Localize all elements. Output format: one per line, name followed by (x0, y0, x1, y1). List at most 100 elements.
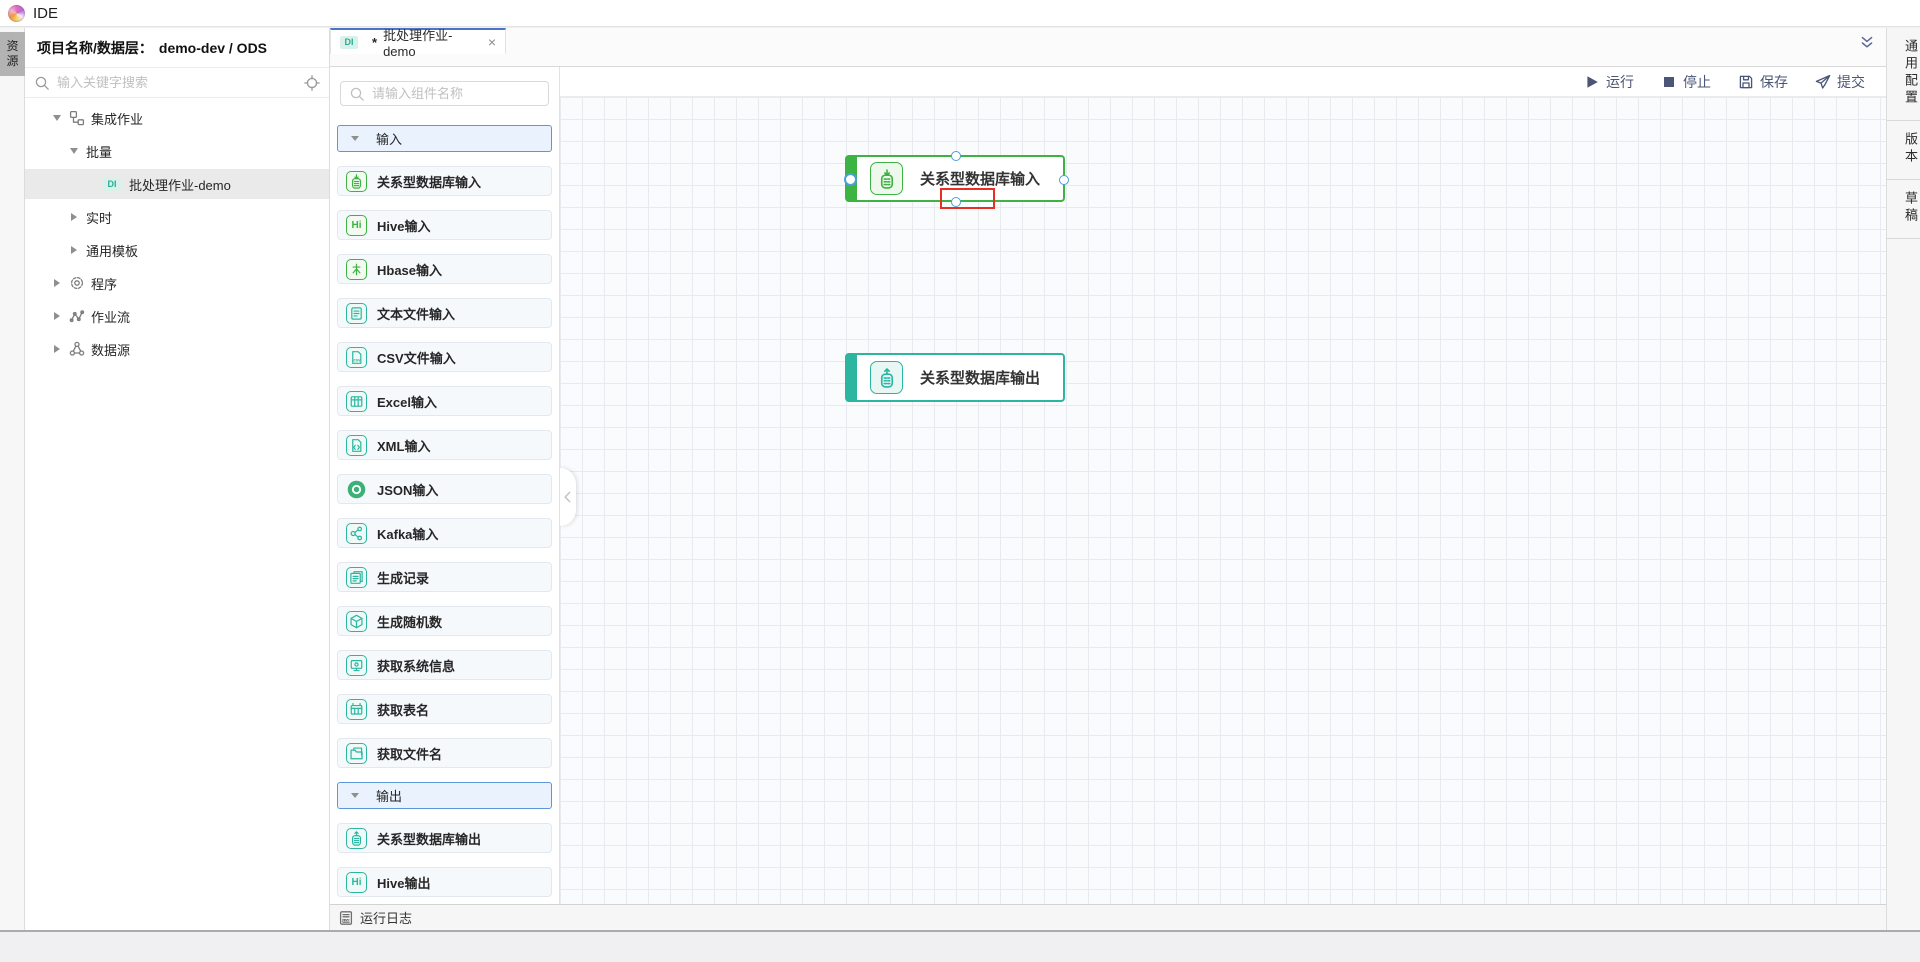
save-icon (1738, 74, 1754, 90)
tree-item-批处理作业-demo[interactable]: DI 批处理作业-demo (25, 169, 329, 199)
palette-item-JSON输入[interactable]: JSON输入 (337, 474, 552, 504)
tree-item-作业流[interactable]: 作业流 (25, 301, 329, 331)
db-output-icon (346, 827, 367, 849)
excel-icon (346, 390, 367, 412)
palette-item-生成记录[interactable]: 生成记录 (337, 562, 552, 592)
port-right[interactable] (1059, 175, 1069, 185)
random-icon (346, 610, 367, 632)
double-chevron-down-icon[interactable] (1859, 35, 1875, 51)
left-rail-tab-resources[interactable]: 资源 (0, 32, 25, 76)
caret-down-icon (351, 793, 359, 798)
close-icon[interactable]: × (487, 34, 496, 50)
caret-icon[interactable] (71, 246, 77, 254)
tree-item-程序[interactable]: 程序 (25, 268, 329, 298)
port-top[interactable] (951, 151, 961, 161)
node-db-output[interactable]: 关系型数据库输出 (845, 353, 1065, 402)
log-icon: LOG (338, 910, 354, 926)
palette-item-获取系统信息[interactable]: 获取系统信息 (337, 650, 552, 680)
tree-item-通用模板[interactable]: 通用模板 (25, 235, 329, 265)
file-name-icon (346, 742, 367, 764)
paper-plane-icon (1815, 74, 1831, 90)
project-layer-label: 项目名称/数据层： (37, 39, 153, 56)
db-input-icon (870, 162, 903, 195)
caret-icon[interactable] (54, 279, 60, 287)
project-layer-value: demo-dev / ODS (158, 39, 268, 56)
caret-icon[interactable] (54, 345, 60, 353)
run-button[interactable]: 运行 (1584, 72, 1634, 92)
right-rail-tab-草稿[interactable]: 草稿 (1887, 180, 1920, 239)
palette-item-文本文件输入[interactable]: 文本文件输入 (337, 298, 552, 328)
hive-icon: Hi (346, 871, 367, 893)
flow-canvas[interactable]: 关系型数据库输入 关系型数据库输出 (560, 97, 1886, 904)
locate-icon[interactable] (304, 74, 320, 91)
svg-text:LOG: LOG (343, 919, 350, 923)
palette-item-生成随机数[interactable]: 生成随机数 (337, 606, 552, 636)
stop-icon (1661, 74, 1677, 90)
search-icon (349, 86, 365, 102)
palette-item-获取表名[interactable]: 获取表名 (337, 694, 552, 724)
run-log-label: 运行日志 (360, 911, 413, 926)
save-button[interactable]: 保存 (1738, 72, 1788, 92)
db-input-icon (346, 170, 367, 192)
caret-down-icon (351, 136, 359, 141)
palette-item-XML输入[interactable]: XML输入 (337, 430, 552, 460)
play-icon (1584, 74, 1600, 90)
xml-icon (346, 434, 367, 456)
project-tree: 集成作业 批量 DI 批处理作业-demo 实时 通用模板 程序 作业流 数据源 (25, 98, 329, 367)
palette-search (340, 81, 549, 106)
palette-item-Kafka输入[interactable]: Kafka输入 (337, 518, 552, 548)
di-badge: DI (340, 35, 358, 49)
caret-icon[interactable] (70, 148, 78, 154)
palette-item-Hbase输入[interactable]: Hbase输入 (337, 254, 552, 284)
tree-item-数据源[interactable]: 数据源 (25, 334, 329, 364)
caret-icon[interactable] (71, 213, 77, 221)
caret-icon[interactable] (87, 181, 95, 187)
palette-section-输入[interactable]: 输入 (337, 125, 552, 152)
palette-search-input[interactable] (372, 86, 540, 101)
integration-icon (69, 110, 85, 126)
hive-icon: Hi (346, 214, 367, 236)
record-icon (346, 566, 367, 588)
palette-item-获取文件名[interactable]: 获取文件名 (337, 738, 552, 768)
node-title: 关系型数据库输出 (919, 370, 1040, 387)
run-log-bar[interactable]: LOG 运行日志 (330, 904, 1886, 930)
right-rail-tab-版本[interactable]: 版本 (1887, 121, 1920, 180)
right-rail-tab-通用配置[interactable]: 通用配置 (1887, 28, 1920, 121)
workflow-icon (69, 308, 85, 324)
json-icon (346, 479, 367, 500)
sysinfo-icon (346, 654, 367, 676)
app-logo-icon (8, 4, 25, 22)
dirty-indicator: * (372, 34, 378, 50)
explorer-header: 项目名称/数据层： demo-dev / ODS (25, 28, 329, 68)
datasource-icon (69, 341, 85, 357)
caret-icon[interactable] (53, 115, 61, 121)
canvas-toolbar: 运行 停止 保存 提交 (560, 67, 1886, 97)
node-title: 关系型数据库输入 (919, 171, 1040, 188)
tab-batch-job-demo[interactable]: DI * 批处理作业-demo × (330, 28, 506, 59)
tree-item-集成作业[interactable]: 集成作业 (25, 103, 329, 133)
node-db-input[interactable]: 关系型数据库输入 (844, 151, 1069, 209)
submit-button[interactable]: 提交 (1815, 72, 1865, 92)
palette-item-关系型数据库输出[interactable]: 关系型数据库输出 (337, 823, 552, 853)
port-left[interactable] (844, 173, 857, 186)
highlight-red-box (940, 188, 995, 209)
palette-item-关系型数据库输入[interactable]: 关系型数据库输入 (337, 166, 552, 196)
caret-icon[interactable] (54, 312, 60, 320)
chevron-left-icon (560, 489, 576, 505)
palette-item-Excel输入[interactable]: Excel输入 (337, 386, 552, 416)
tree-item-批量[interactable]: 批量 (25, 136, 329, 166)
kafka-icon (346, 522, 367, 544)
explorer-search-input[interactable] (57, 75, 297, 90)
stop-button[interactable]: 停止 (1661, 72, 1711, 92)
tab-strip: DI * 批处理作业-demo × (330, 28, 1886, 67)
palette-section-输出[interactable]: 输出 (337, 782, 552, 809)
app-header: IDE (0, 0, 1920, 27)
palette-collapse-handle[interactable] (560, 468, 576, 526)
app-title: IDE (33, 4, 59, 22)
port-bottom[interactable] (951, 197, 961, 207)
tree-item-实时[interactable]: 实时 (25, 202, 329, 232)
